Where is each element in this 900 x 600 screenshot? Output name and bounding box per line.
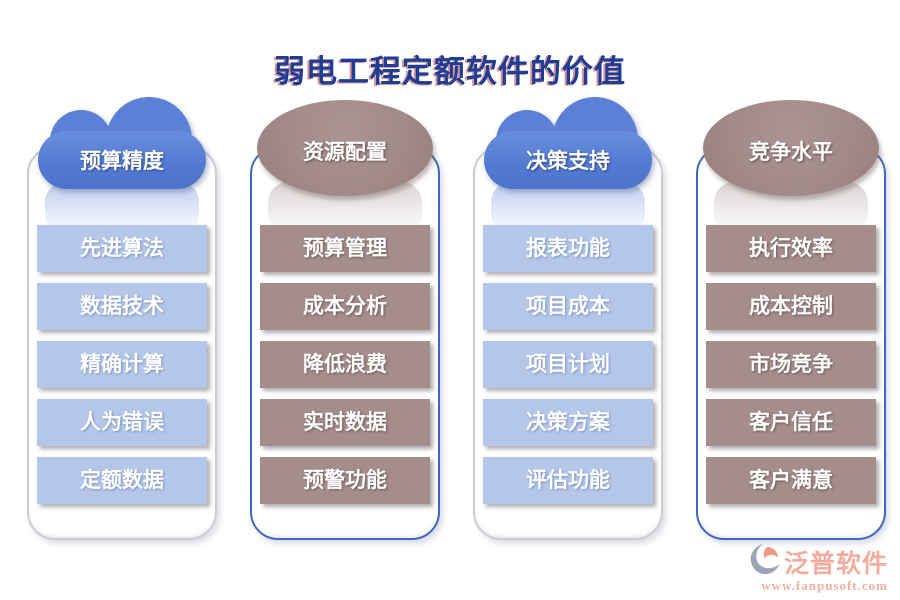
cloud-base [484,131,652,189]
list-item: 定额数据 [37,457,207,504]
list-item: 客户信任 [706,399,876,446]
column-panel: 预算管理 成本分析 降低浪费 实时数据 预警功能 [250,146,440,540]
column-header-label: 竞争水平 [749,140,833,164]
list-item: 项目计划 [483,341,653,388]
list-item: 评估功能 [483,457,653,504]
ellipse-shape: 资源配置 [257,100,433,196]
list-item: 降低浪费 [260,341,430,388]
list-item: 实时数据 [260,399,430,446]
list-item: 项目成本 [483,283,653,330]
list-item: 市场竞争 [706,341,876,388]
column-decision-support: 报表功能 项目成本 项目计划 决策方案 评估功能 决策支持 [473,97,663,540]
column-panel: 先进算法 数据技术 精确计算 人为错误 定额数据 [27,146,217,540]
list-item: 人为错误 [37,399,207,446]
column-budget-precision: 先进算法 数据技术 精确计算 人为错误 定额数据 预算精度 [27,97,217,540]
cloud-base [38,131,206,189]
list-item: 执行效率 [706,225,876,272]
list-item: 报表功能 [483,225,653,272]
item-list: 执行效率 成本控制 市场竞争 客户信任 客户满意 [698,225,884,515]
brand-name: 泛普软件 [783,550,888,578]
brand-url: www.fanpusoft.com [761,578,888,593]
list-item: 决策方案 [483,399,653,446]
column-resource-allocation: 预算管理 成本分析 降低浪费 实时数据 预警功能 资源配置 [250,100,440,540]
column-header-label: 资源配置 [303,140,387,164]
list-item: 成本控制 [706,283,876,330]
cloud-shape: 决策支持 [484,97,652,189]
column-panel: 报表功能 项目成本 项目计划 决策方案 评估功能 [473,146,663,540]
item-list: 先进算法 数据技术 精确计算 人为错误 定额数据 [29,225,215,515]
cloud-shape: 预算精度 [38,97,206,189]
list-item: 客户满意 [706,457,876,504]
column-panel: 执行效率 成本控制 市场竞争 客户信任 客户满意 [696,146,886,540]
list-item: 成本分析 [260,283,430,330]
column-header-label: 决策支持 [526,149,610,173]
list-item: 先进算法 [37,225,207,272]
list-item: 预警功能 [260,457,430,504]
column-competition-level: 执行效率 成本控制 市场竞争 客户信任 客户满意 竞争水平 [696,100,886,540]
brand-logo-icon [749,543,781,580]
list-item: 数据技术 [37,283,207,330]
brand-watermark: 泛普软件 www.fanpusoft.com [749,543,888,594]
list-item: 精确计算 [37,341,207,388]
page-title: 弱电工程定额软件的价值 [274,54,626,89]
list-item: 预算管理 [260,225,430,272]
column-header-label: 预算精度 [80,149,164,173]
item-list: 报表功能 项目成本 项目计划 决策方案 评估功能 [475,225,661,515]
item-list: 预算管理 成本分析 降低浪费 实时数据 预警功能 [252,225,438,515]
ellipse-shape: 竞争水平 [703,100,879,196]
